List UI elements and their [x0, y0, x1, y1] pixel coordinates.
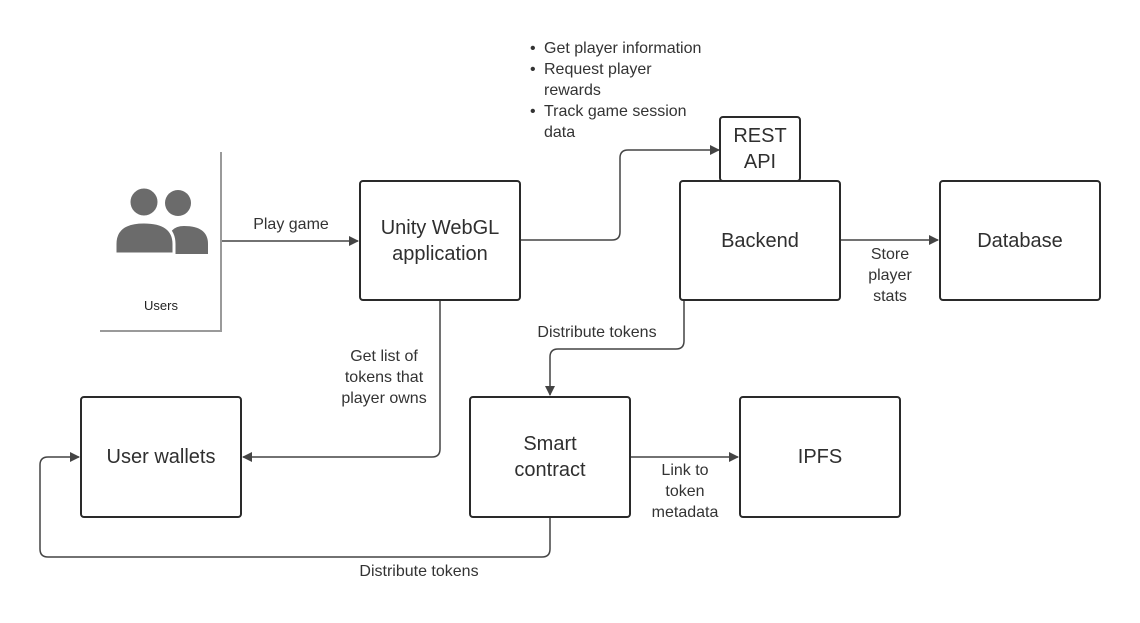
label-distribute-tokens-contract: Distribute tokens	[359, 563, 479, 580]
users-caption: Users	[144, 298, 178, 313]
edge-backend-to-contract	[545, 301, 685, 396]
label-link-metadata: Link to token metadata	[651, 462, 719, 521]
users-icon	[114, 186, 208, 256]
label-store-player-stats: Store player stats	[868, 246, 912, 305]
edge-contract-to-wallets	[39, 452, 551, 558]
rest-api-node: REST API	[719, 116, 801, 182]
note-item: Track game session data	[528, 101, 701, 143]
label-distribute-tokens-backend: Distribute tokens	[537, 324, 657, 341]
user-wallets-node: User wallets	[80, 396, 242, 518]
note-item: Request player rewards	[528, 59, 701, 101]
note-item: Get player information	[528, 38, 701, 59]
label-play-game: Play game	[253, 216, 329, 233]
ipfs-node: IPFS	[739, 396, 901, 518]
label-get-token-list: Get list of tokens that player owns	[341, 348, 427, 407]
edge-get-token-list	[242, 301, 441, 462]
edge-unity-to-rest-api	[520, 145, 720, 241]
smart-contract-node: Smart contract	[469, 396, 631, 518]
backend-node: Backend	[679, 180, 841, 301]
database-node: Database	[939, 180, 1101, 301]
unity-webgl-node: Unity WebGL application	[359, 180, 521, 301]
rest-api-notes: Get player information Request player re…	[528, 38, 701, 143]
users-card: Users	[100, 152, 222, 332]
